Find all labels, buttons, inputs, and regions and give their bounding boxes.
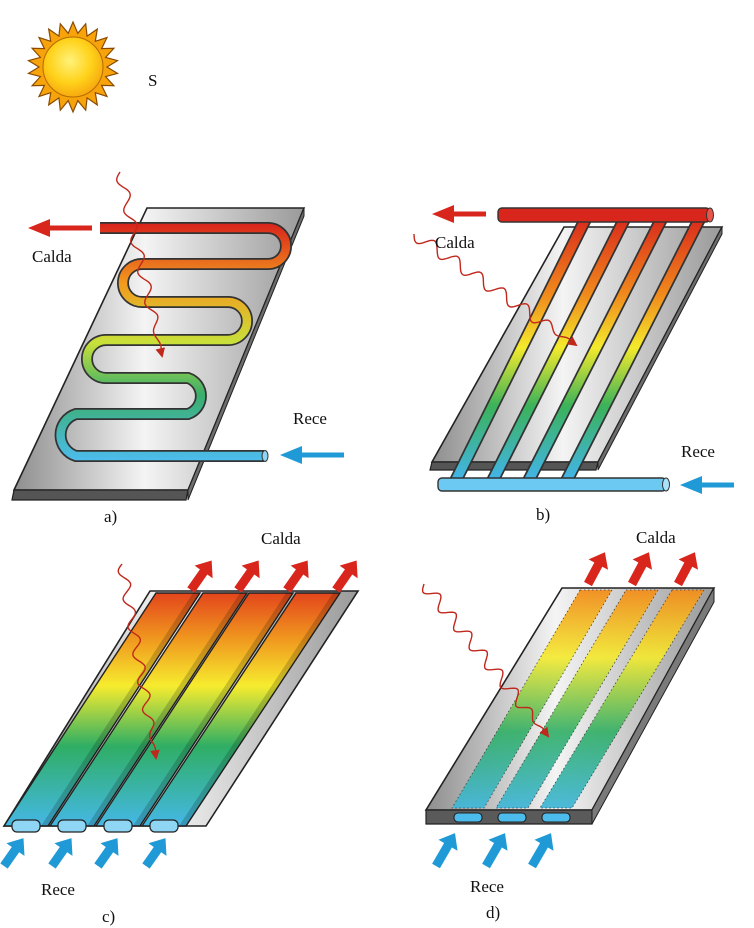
panel-d-channel (451, 589, 613, 809)
panel-c-hot-arrow (234, 560, 260, 593)
panel-d-cold-arrow (432, 833, 458, 869)
panel-d-hot-arrow (584, 552, 609, 587)
panel-c-inlet-port (57, 819, 87, 833)
panel-c-hot-arrow (187, 560, 213, 593)
panel-b-hot-arrow (432, 205, 486, 223)
panel-a-cold-label: Rece (293, 409, 327, 428)
panel-d-inlet-port (497, 812, 527, 823)
panel-a-cold-arrow (280, 446, 344, 464)
panel-c-channel (2, 592, 202, 827)
sun-label: S (148, 71, 157, 90)
panel-d-channel (539, 589, 705, 809)
panel-a-letter: a) (104, 507, 117, 526)
panel-b-top-header (497, 207, 711, 223)
panel-a-serpentine-collector (11, 171, 344, 501)
panel-a-radiation-arrow (115, 171, 166, 358)
panel-b-radiation-arrow (413, 233, 578, 347)
panel-d-cold-label: Rece (470, 877, 504, 896)
panel-c-inlet-port (103, 819, 133, 833)
panel-b-letter: b) (536, 505, 550, 524)
panel-d-channel (495, 589, 659, 809)
panel-a-hot-label: Calda (32, 247, 72, 266)
panel-c-radiation-arrow (117, 563, 160, 760)
panel-d-sheet-collector (421, 552, 716, 869)
panel-a-hot-arrow (28, 219, 92, 237)
panel-b-header-riser-collector (413, 205, 734, 494)
panel-b-cold-label: Rece (681, 442, 715, 461)
panel-b-cold-arrow (680, 476, 734, 494)
panel-d-cold-arrow (482, 833, 508, 869)
panel-a-plate-edge (11, 489, 189, 501)
panel-c-cold-arrow (142, 838, 167, 869)
panel-c-channel (94, 592, 295, 827)
panel-c-cold-arrow (0, 838, 25, 869)
panel-d-hot-arrow (628, 552, 653, 587)
panel-d-inlet-port (541, 812, 571, 823)
panel-c-hot-arrow (283, 560, 309, 593)
panel-c-hot-arrow (332, 560, 358, 593)
panel-c-channel (140, 592, 342, 827)
panel-d-inlet-port (453, 812, 483, 823)
panel-b-bottom-header (437, 477, 667, 492)
panel-c-cold-label: Rece (41, 880, 75, 899)
panel-d-letter: d) (486, 903, 500, 922)
panel-d-hot-arrow (674, 552, 699, 587)
panel-c-cold-arrow (48, 838, 73, 869)
panel-c-letter: c) (102, 907, 115, 926)
panel-c-hot-label: Calda (261, 529, 301, 548)
panel-c-inlet-port (11, 819, 41, 833)
panel-c-inlet-port (149, 819, 179, 833)
panel-b-hot-label: Calda (435, 233, 475, 252)
panel-d-hot-label: Calda (636, 528, 676, 547)
panel-c-cold-arrow (94, 838, 119, 869)
panel-c-channel (48, 592, 249, 827)
panel-d-radiation-arrow (421, 583, 550, 738)
sun-icon (26, 20, 120, 114)
panel-d-cold-arrow (528, 833, 554, 869)
panel-c-channel-collector (0, 560, 360, 869)
